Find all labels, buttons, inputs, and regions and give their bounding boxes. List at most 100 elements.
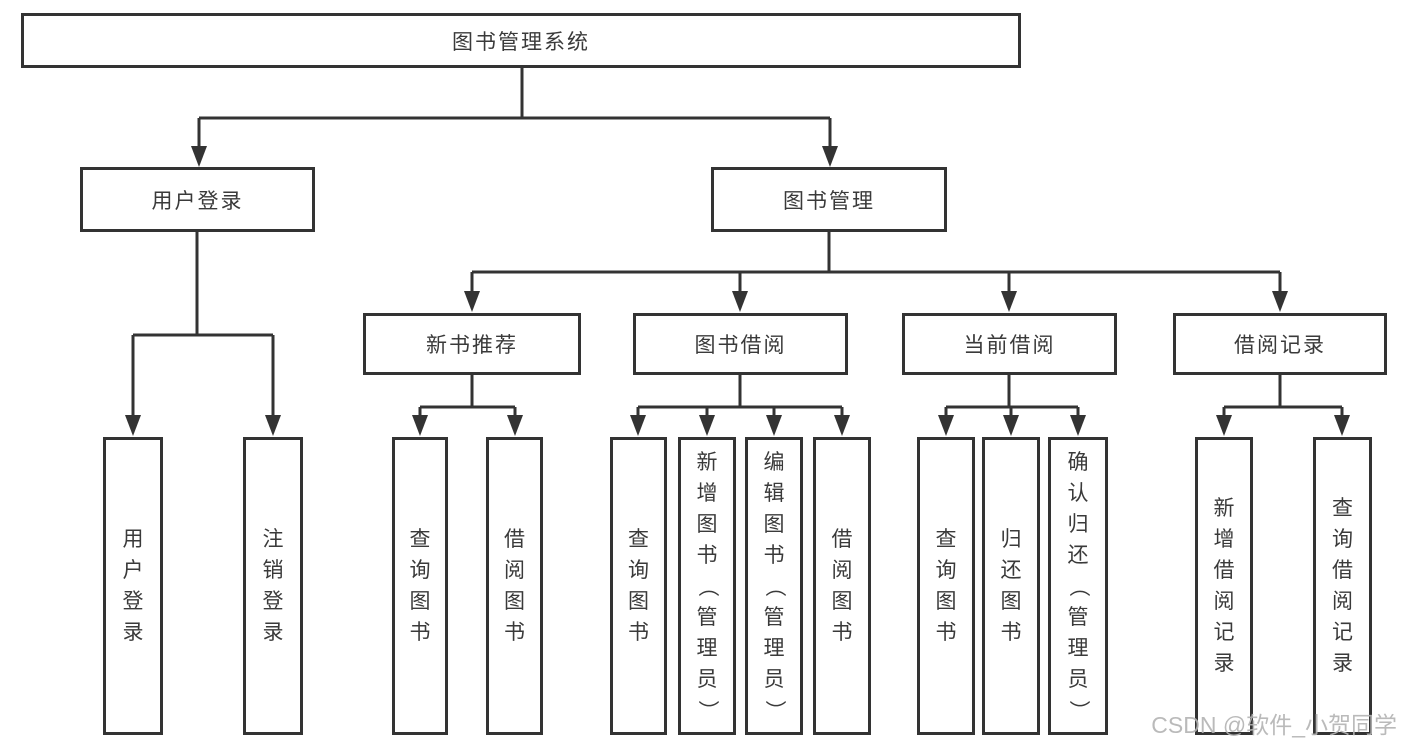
node-root-system: 图书管理系统	[21, 13, 1021, 68]
leaf-query-books-borrow: 查询图书	[610, 437, 667, 735]
arrowhead-icon	[191, 146, 207, 167]
leaf-borrow-books-recommend: 借阅图书	[486, 437, 543, 735]
vertical-char: 录	[1213, 652, 1235, 675]
vertical-char: 图	[1000, 590, 1022, 613]
vertical-char: 询	[1332, 528, 1353, 551]
node-root-label: 图书管理系统	[452, 30, 590, 54]
vertical-char: 阅	[1332, 590, 1353, 613]
vertical-char: 登	[262, 590, 284, 613]
vertical-char: 归	[1067, 512, 1089, 536]
vertical-char: 户	[122, 559, 144, 582]
vertical-char: （	[762, 575, 786, 597]
node-user-login: 用户登录	[80, 167, 315, 232]
vertical-char: 书	[628, 621, 649, 644]
node-borrow-records: 借阅记录	[1173, 313, 1387, 375]
vertical-char: 书	[831, 621, 853, 644]
vertical-char: 编	[763, 450, 785, 474]
arrowhead-icon	[630, 415, 646, 436]
vertical-char: 图	[409, 590, 431, 613]
vertical-char: 书	[696, 543, 718, 567]
leaf-query-books-recommend: 查询图书	[392, 437, 448, 735]
vertical-char: 录	[122, 621, 144, 644]
arrowhead-icon	[1216, 415, 1232, 436]
arrowhead-icon	[822, 146, 838, 167]
node-current-borrow: 当前借阅	[902, 313, 1117, 375]
vertical-char: 管	[1067, 605, 1089, 629]
vertical-char: 借	[1213, 559, 1235, 582]
vertical-char: 书	[935, 621, 957, 644]
vertical-char: 理	[696, 636, 718, 660]
vertical-char: 认	[1067, 481, 1089, 505]
vertical-char: 书	[763, 543, 785, 567]
vertical-char: 书	[409, 621, 431, 644]
vertical-char: 辑	[763, 481, 785, 505]
vertical-char: 理	[763, 636, 785, 660]
vertical-char: 询	[935, 559, 957, 582]
vertical-char: 用	[122, 528, 144, 551]
node-borrow-records-label: 借阅记录	[1234, 334, 1326, 357]
vertical-char: （	[1066, 575, 1090, 597]
vertical-char: 图	[935, 590, 957, 613]
vertical-char: 还	[1000, 559, 1022, 582]
vertical-char: （	[695, 575, 719, 597]
vertical-char: 记	[1213, 621, 1235, 644]
leaf-edit-books-admin: 编辑图书 （ 管理员 ）	[745, 437, 803, 735]
leaf-user-login: 用户登录	[103, 437, 163, 735]
vertical-char: 归	[1000, 528, 1022, 551]
vertical-char: 查	[935, 528, 957, 551]
vertical-char: 员	[763, 667, 785, 691]
arrowhead-icon	[699, 415, 715, 436]
leaf-confirm-return-admin: 确认归还（管理员）	[1048, 437, 1108, 735]
vertical-char: 查	[1332, 497, 1353, 520]
vertical-char: 图	[696, 512, 718, 536]
node-current-borrow-label: 当前借阅	[963, 334, 1056, 357]
vertical-char: 图	[763, 512, 785, 536]
leaf-query-borrow-record: 查询借阅记录	[1313, 437, 1372, 735]
vertical-char: 借	[1332, 559, 1353, 582]
node-book-management-label: 图书管理	[783, 189, 875, 213]
vertical-char: ）	[762, 699, 786, 721]
leaf-return-books: 归还图书	[982, 437, 1040, 735]
vertical-char: 借	[504, 528, 525, 551]
arrowhead-icon	[1070, 415, 1086, 436]
arrowhead-icon	[464, 291, 480, 312]
arrowhead-icon	[732, 291, 748, 312]
vertical-char: 还	[1067, 543, 1089, 567]
vertical-char: 书	[504, 621, 525, 644]
node-book-management: 图书管理	[711, 167, 947, 232]
vertical-char: 阅	[831, 559, 853, 582]
vertical-char: 员	[696, 667, 718, 691]
vertical-char: ）	[695, 699, 719, 721]
vertical-char: 管	[696, 605, 718, 629]
vertical-char: 录	[262, 621, 284, 644]
leaf-add-borrow-record: 新增借阅记录	[1195, 437, 1253, 735]
vertical-char: 销	[262, 559, 284, 582]
vertical-char: 注	[262, 528, 284, 551]
vertical-char: 增	[696, 481, 718, 505]
leaf-logout: 注销登录	[243, 437, 303, 735]
arrowhead-icon	[1272, 291, 1288, 312]
vertical-char: 员	[1067, 667, 1089, 691]
vertical-char: 图	[628, 590, 649, 613]
vertical-char: 增	[1213, 528, 1235, 551]
vertical-char: 理	[1067, 636, 1089, 660]
leaf-query-books-current: 查询图书	[917, 437, 975, 735]
node-book-borrow-label: 图书借阅	[694, 334, 787, 357]
vertical-char: 图	[504, 590, 525, 613]
vertical-char: 询	[628, 559, 649, 582]
vertical-char: 管	[763, 605, 785, 629]
vertical-char: 借	[831, 528, 853, 551]
leaf-add-books-admin: 新增图书（管理员）	[678, 437, 736, 735]
node-book-borrow: 图书借阅	[633, 313, 848, 375]
vertical-char: 查	[409, 528, 431, 551]
vertical-char: 录	[1332, 652, 1353, 675]
arrowhead-icon	[265, 415, 281, 436]
leaf-borrow-books: 借阅图书	[813, 437, 871, 735]
arrowhead-icon	[1003, 415, 1019, 436]
vertical-char: 询	[409, 559, 431, 582]
vertical-char: 新	[1213, 497, 1235, 520]
arrowhead-icon	[507, 415, 523, 436]
vertical-char: 查	[628, 528, 649, 551]
arrowhead-icon	[412, 415, 428, 436]
